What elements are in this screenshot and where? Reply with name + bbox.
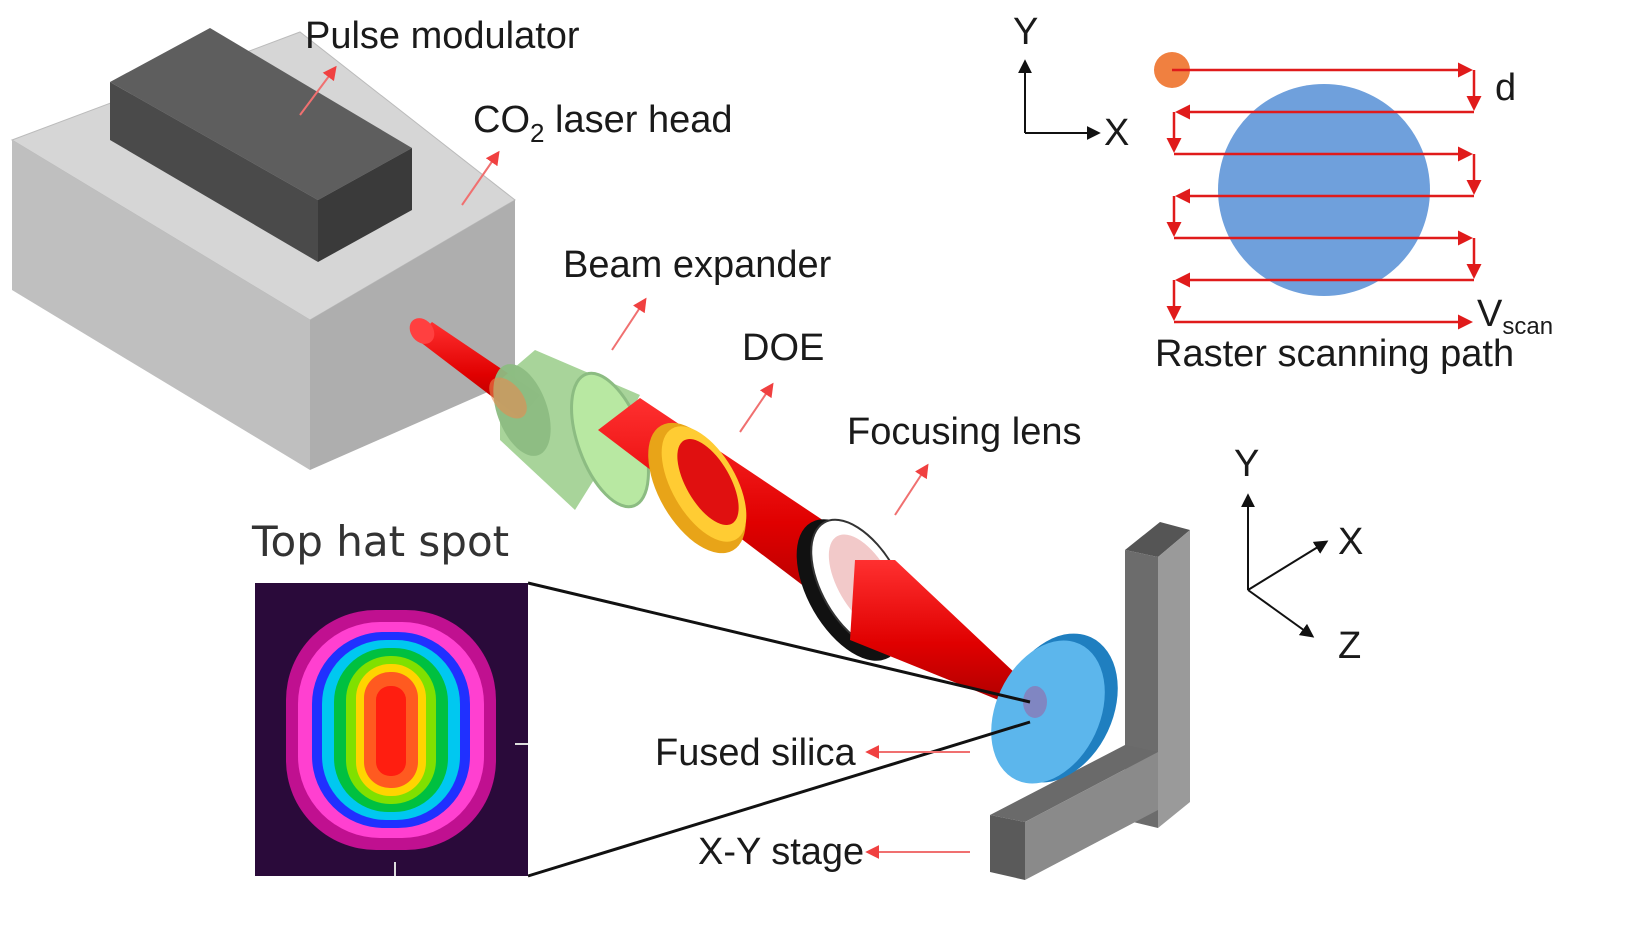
raster-speed-label: Vscan bbox=[1477, 293, 1553, 340]
pulse-modulator-block bbox=[110, 28, 412, 262]
xy-stage bbox=[990, 522, 1190, 880]
axis3d-z bbox=[1247, 589, 1315, 638]
pointer-doe bbox=[739, 382, 774, 433]
label-beam-expander: Beam expander bbox=[563, 244, 832, 286]
label-fused-silica: Fused silica bbox=[655, 732, 856, 774]
pointer-laser-head bbox=[461, 150, 500, 206]
axis3d-y-label: Y bbox=[1234, 443, 1259, 485]
axis3d-z-label: Z bbox=[1338, 625, 1361, 667]
raster-axis-x-label: X bbox=[1104, 112, 1129, 154]
fused-silica-sample bbox=[991, 633, 1118, 784]
label-focusing-lens: Focusing lens bbox=[847, 411, 1081, 453]
axis3d-x bbox=[1247, 540, 1329, 591]
laser-beam-focused bbox=[850, 560, 1035, 712]
label-pulse-modulator: Pulse modulator bbox=[305, 15, 580, 57]
raster-step-label: d bbox=[1495, 67, 1516, 109]
label-laser-head: CO2 laser head bbox=[473, 99, 732, 148]
component-labels: Pulse modulator CO2 laser head Beam expa… bbox=[251, 15, 1081, 873]
raster-scanning-inset: Y X d Vscan Raster scanning path bbox=[1013, 11, 1553, 375]
label-pointer-arrows bbox=[299, 65, 970, 859]
raster-path bbox=[1166, 62, 1482, 330]
raster-sample-disk bbox=[1218, 84, 1430, 296]
axes-3d: Y X Z bbox=[1234, 443, 1363, 667]
pointer-focusing-lens bbox=[894, 463, 929, 516]
raster-axis-y-label: Y bbox=[1013, 11, 1038, 53]
raster-caption: Raster scanning path bbox=[1155, 333, 1514, 375]
axis3d-x-label: X bbox=[1338, 521, 1363, 563]
top-hat-spot-image bbox=[255, 583, 528, 876]
label-top-hat-spot: Top hat spot bbox=[251, 517, 509, 566]
doe-element bbox=[648, 422, 747, 554]
label-doe: DOE bbox=[742, 327, 824, 369]
beam-expander bbox=[489, 350, 650, 510]
pointer-pulse-modulator bbox=[299, 65, 337, 116]
zoom-lines bbox=[527, 581, 1031, 878]
pointer-beam-expander bbox=[611, 297, 647, 351]
label-xy-stage: X-Y stage bbox=[698, 831, 864, 873]
